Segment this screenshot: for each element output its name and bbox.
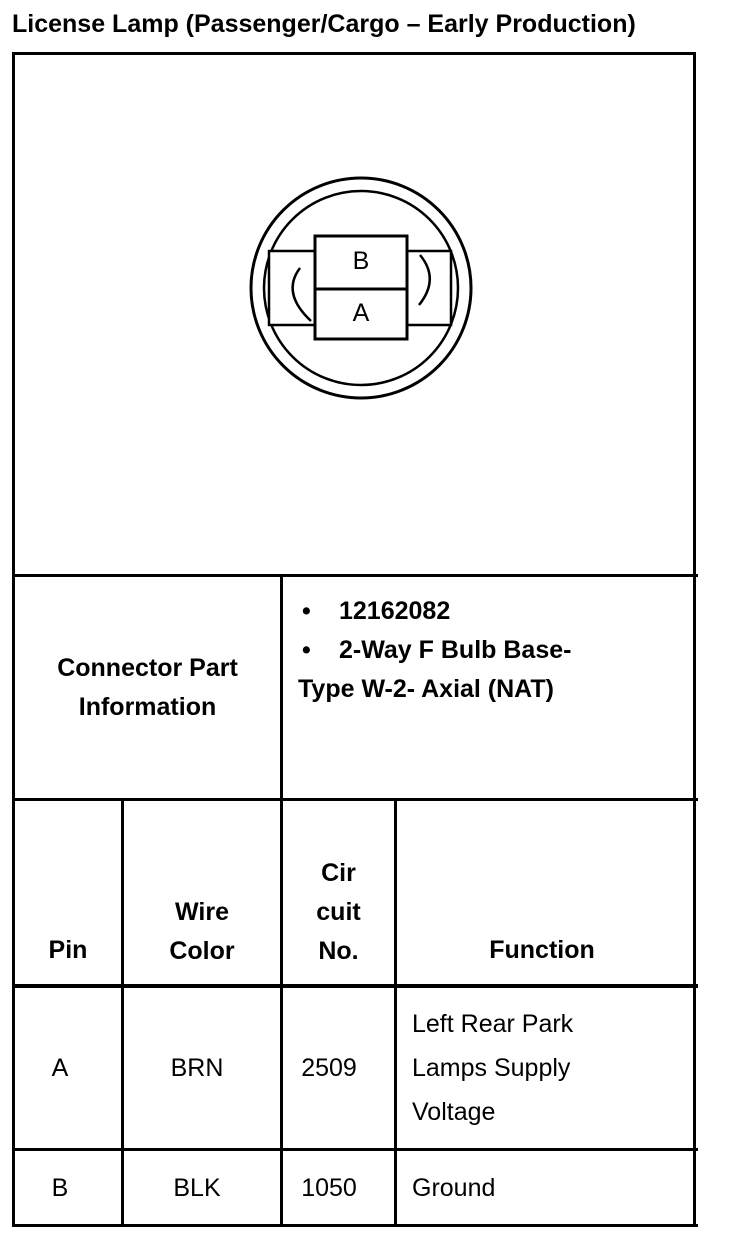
- connector-part-info-label: Connector Part Information: [15, 578, 280, 798]
- row-b-wire-color: BLK: [173, 1174, 221, 1202]
- pin-label-b: B: [353, 247, 370, 275]
- row-a-function-line3: Voltage: [412, 1098, 496, 1126]
- column-divider-pin: [121, 798, 124, 1227]
- header-pin: Pin: [48, 936, 88, 964]
- row-a-circuit: 2509: [301, 1054, 357, 1082]
- divider-row-a: [12, 1148, 698, 1151]
- divider-row-b: [12, 1224, 698, 1227]
- column-divider-circuit-left: [280, 574, 283, 1227]
- connector-left-tab-curve: [291, 267, 312, 322]
- row-a-wire-color: BRN: [170, 1054, 224, 1082]
- pin-label-a: A: [353, 299, 370, 327]
- connector-part-info-item: • 2-Way F Bulb Base-: [298, 631, 688, 670]
- header-circuit-number: Cir cuit No.: [283, 854, 394, 971]
- row-b-pin: B: [51, 1174, 69, 1202]
- connector-outer-ring: [249, 176, 473, 400]
- header-circuit-line3: No.: [318, 937, 359, 965]
- table-frame: [12, 52, 696, 1226]
- connector-face-drawing: B A: [249, 176, 473, 400]
- column-divider-function: [394, 798, 397, 1227]
- bullet: •: [302, 636, 311, 664]
- page-title: License Lamp (Passenger/Cargo – Early Pr…: [12, 10, 636, 38]
- row-a-pin: A: [51, 1054, 69, 1082]
- connector-part-info-list: • 12162082 • 2-Way F Bulb Base- Type W-2…: [298, 592, 688, 709]
- connector-part-info-item: • 12162082: [298, 592, 688, 631]
- divider-diagram: [12, 574, 698, 577]
- part-number: 12162082: [339, 597, 451, 625]
- header-circuit-line2: cuit: [316, 898, 361, 926]
- connector-inner-ring: [262, 189, 460, 387]
- header-wire-color-line1: Wire: [175, 898, 229, 926]
- row-b-circuit: 1050: [301, 1174, 357, 1202]
- divider-header: [12, 984, 698, 988]
- header-wire-color-line2: Color: [169, 937, 235, 965]
- connector-diagram: B A: [15, 55, 693, 574]
- row-a-function-line1: Left Rear Park: [412, 1010, 574, 1038]
- row-a-function: Left Rear Park Lamps Supply Voltage: [412, 1002, 692, 1134]
- row-a-function-line2: Lamps Supply: [412, 1054, 571, 1082]
- connector-part-info-label-line2: Information: [78, 693, 217, 721]
- divider-connector-info: [12, 798, 698, 801]
- connector-part-info-label-line1: Connector Part: [57, 654, 238, 682]
- connector-right-tab-curve: [418, 254, 431, 306]
- header-wire-color: Wire Color: [124, 893, 280, 971]
- header-circuit-line1: Cir: [321, 859, 356, 887]
- connector-description-continuation: Type W-2- Axial (NAT): [298, 675, 554, 703]
- row-b-function: Ground: [412, 1174, 496, 1202]
- bullet: •: [302, 597, 311, 625]
- header-function: Function: [489, 936, 595, 964]
- connector-description: 2-Way F Bulb Base-: [339, 636, 572, 664]
